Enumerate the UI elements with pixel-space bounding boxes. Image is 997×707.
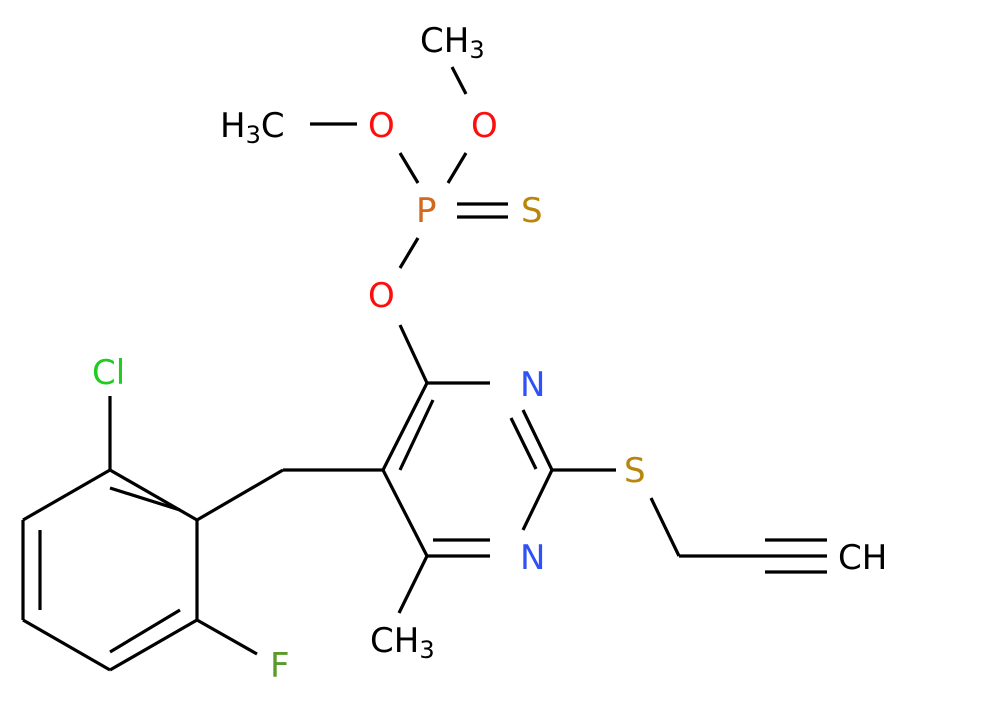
sulfur-label: S (624, 451, 646, 491)
bond-o-c (398, 324, 429, 384)
methyl-label: CH3 (370, 621, 435, 664)
sulfur-label: S (521, 191, 543, 231)
oxygen-label: O (368, 106, 395, 146)
oxygen-label: O (368, 276, 395, 316)
atom-labels: CH3 H3C O O P S O N N S CH CH3 Cl F (92, 21, 887, 686)
bond-methyl-o (450, 66, 468, 95)
bond-ring-inner (398, 399, 435, 471)
bond-c-methyl (397, 555, 429, 614)
bond-ar (22, 618, 111, 672)
oxygen-label: O (471, 106, 498, 146)
methyl-label: H3C (220, 106, 285, 149)
nitrogen-label: N (520, 365, 545, 405)
bond-ring (381, 382, 429, 471)
bond-o-p (446, 152, 468, 184)
bond-ch2-ar (196, 468, 284, 522)
alkyne-ch-label: CH (838, 538, 887, 578)
bond-ar (109, 468, 198, 522)
bond-ring (521, 409, 554, 471)
phosphorus-label: P (416, 191, 437, 231)
bond-ar (109, 618, 198, 672)
bond-ring-inner (509, 417, 538, 470)
bond-ar-inner (109, 608, 181, 654)
nitrogen-label: N (520, 538, 545, 578)
bonds (21, 66, 827, 672)
bond-s-ch2 (649, 497, 681, 557)
bond-c-f (196, 618, 258, 656)
bond-ring (521, 469, 554, 531)
bond-o-p (398, 152, 420, 184)
fluorine-label: F (270, 646, 290, 686)
bond-ring (381, 469, 429, 557)
bond-ar-inner (109, 486, 181, 512)
chlorine-label: Cl (92, 353, 125, 393)
bond-ar (22, 468, 111, 522)
bond-p-o (398, 237, 420, 269)
methyl-label: CH3 (420, 21, 485, 64)
